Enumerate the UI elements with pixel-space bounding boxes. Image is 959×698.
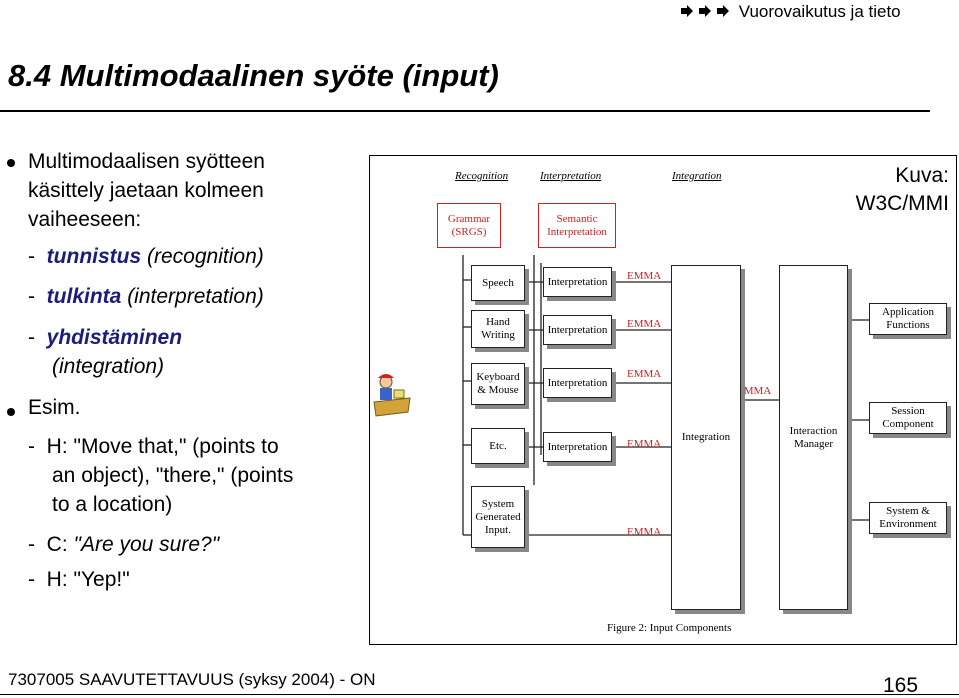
arrow-icon (699, 5, 711, 17)
footer-divider (0, 694, 959, 695)
input-box-etc: Etc. (471, 428, 525, 464)
bullet-line: vaiheeseen: (28, 208, 142, 231)
input-box-speech: Speech (471, 265, 525, 301)
bullet-dot (7, 159, 15, 167)
sub-bullet-integration: - yhdistäminen (integration) (28, 323, 182, 381)
dialogue-human-1: - H: "Move that," (points to an object),… (28, 435, 294, 516)
bullet-dot (7, 408, 15, 416)
footer-course: 7307005 SAAVUTETTAVUUS (syksy 2004) - ON (8, 670, 376, 689)
interpretation-box: Interpretation (543, 432, 612, 462)
emma-label: EMMA (627, 270, 662, 282)
emma-label: EMMA (627, 368, 662, 380)
integration-box: Integration (671, 265, 741, 610)
term: tunnistus (46, 245, 142, 268)
system-environment-box: System &Environment (869, 502, 947, 534)
dialogue-computer: - C: "Are you sure?" (28, 533, 220, 556)
term: tulkinta (46, 285, 122, 308)
grammar-box: Grammar(SRGS) (437, 203, 501, 248)
term: yhdistäminen (46, 326, 183, 349)
slide-title: 8.4 Multimodaalinen syöte (input) (8, 58, 499, 93)
page-number: 165 (883, 674, 919, 697)
emma-label: EMMA (737, 385, 772, 397)
figure-frame (369, 155, 957, 645)
interpretation-box: Interpretation (543, 368, 612, 398)
bullet-intro: Multimodaalisen syötteen käsittely jaeta… (28, 147, 265, 234)
arrow-icon (681, 5, 693, 17)
dialogue-human-2: - H: "Yep!" (28, 568, 130, 591)
emma-label: EMMA (627, 318, 662, 330)
header-nav-text: Vuorovaikutus ja tieto (738, 2, 901, 21)
emma-label: EMMA (627, 526, 662, 538)
sub-bullet-interpretation: - tulkinta (interpretation) (28, 285, 264, 308)
bullet-line: Multimodaalisen syötteen (28, 150, 265, 173)
sub-bullet-recognition: - tunnistus (recognition) (28, 245, 264, 268)
figure-caption: Figure 2: Input Components (607, 622, 732, 634)
figure-credit: Kuva: W3C/MMI (855, 164, 949, 215)
clipart-figure-icon (373, 374, 411, 417)
arrow-icon (717, 5, 729, 17)
column-label-integration: Integration (672, 170, 722, 182)
interpretation-box: Interpretation (543, 315, 612, 345)
term-translation: (interpretation) (127, 285, 264, 308)
input-box-keyboard-mouse: Keyboard& Mouse (471, 363, 525, 405)
bullet-example: Esim. (28, 396, 81, 419)
title-divider (0, 110, 930, 112)
diagram-connectors (462, 255, 869, 536)
emma-label: EMMA (627, 438, 662, 450)
column-label-interpretation: Interpretation (540, 170, 602, 182)
header-nav[interactable]: Vuorovaikutus ja tieto (680, 2, 901, 22)
bullet-line: käsittely jaetaan kolmeen (28, 179, 264, 202)
interpretation-box: Interpretation (543, 267, 612, 297)
term-translation: (integration) (52, 355, 165, 378)
term-translation: (recognition) (147, 245, 264, 268)
column-label-recognition: Recognition (455, 170, 509, 182)
